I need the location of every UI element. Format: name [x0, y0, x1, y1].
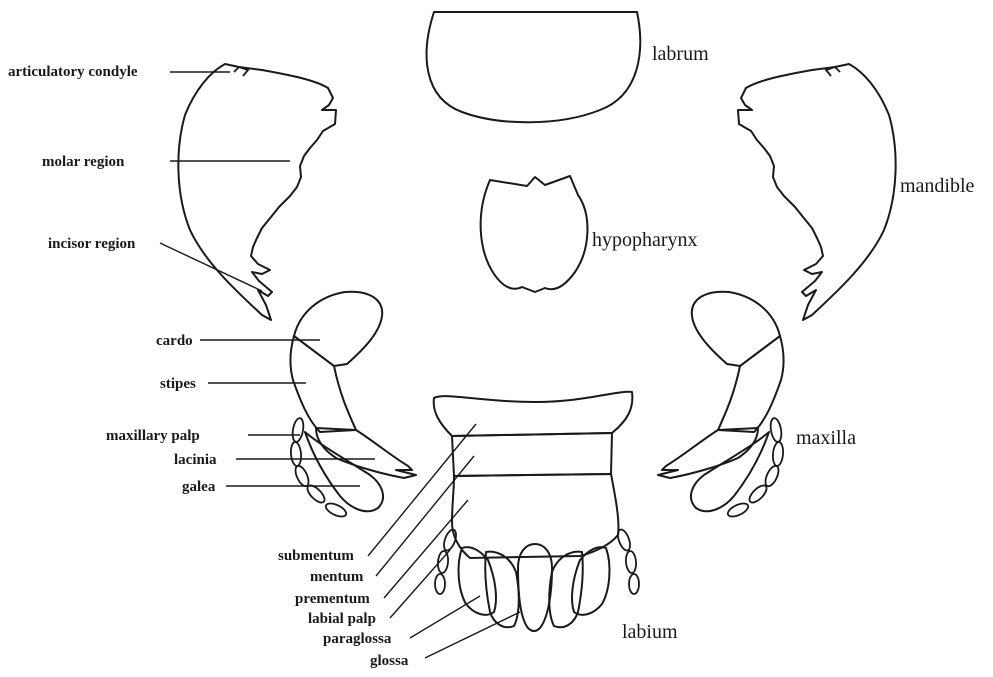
lacinia-label: lacinia: [174, 452, 217, 468]
glossa-label: glossa: [370, 653, 409, 669]
right-maxilla: [658, 292, 784, 519]
prementum-label: prementum: [295, 591, 370, 607]
maxilla-label: maxilla: [796, 427, 856, 449]
labrum-shape: [427, 12, 641, 122]
submentum-label: submentum: [278, 548, 354, 564]
mentum-label: mentum: [310, 569, 364, 585]
labium-label: labium: [622, 621, 678, 643]
molar-region-label: molar region: [42, 154, 125, 170]
hypopharynx-shape: [481, 176, 588, 292]
stipes-label: stipes: [160, 376, 196, 392]
paraglossa-label: paraglossa: [323, 631, 392, 647]
left-mandible: [178, 64, 336, 320]
cardo-label: cardo: [156, 333, 193, 349]
articulatory-condyle-label: articulatory condyle: [8, 64, 138, 80]
left-maxilla: [290, 292, 416, 519]
incisor-region-label: incisor region: [48, 236, 136, 252]
galea-label: galea: [182, 479, 216, 495]
maxillary-palp-label: maxillary palp: [106, 428, 200, 444]
right-mandible: [738, 64, 896, 320]
hypopharynx-label: hypopharynx: [592, 229, 698, 251]
labial-palp-label: labial palp: [308, 611, 376, 627]
mandible-label: mandible: [900, 175, 975, 197]
labium: [434, 392, 639, 631]
labrum-label: labrum: [652, 43, 709, 65]
